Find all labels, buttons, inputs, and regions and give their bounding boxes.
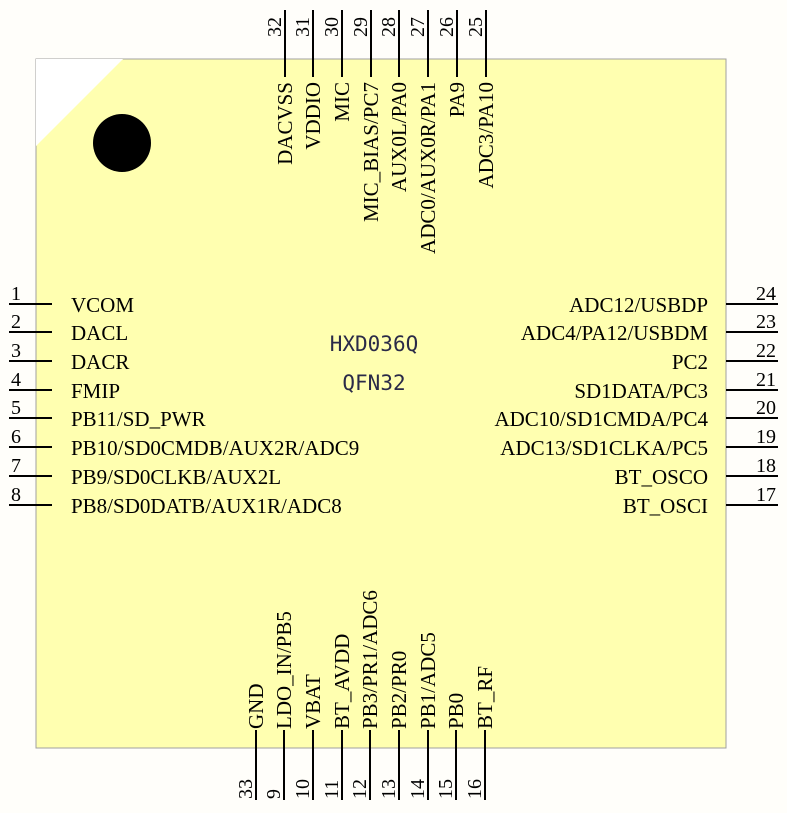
pin-3-number: 3 <box>11 340 21 362</box>
pin-label-pb3-pr1-adc6: PB3/PR1/ADC6 <box>358 590 382 729</box>
pin-label-ldo-in-pb5: LDO_IN/PB5 <box>272 611 296 729</box>
pin-24-number: 24 <box>756 283 776 305</box>
orientation-dot <box>93 114 151 172</box>
pin-label-adc12-usbdp: ADC12/USBDP <box>569 293 708 317</box>
pin-14-number: 14 <box>407 779 429 799</box>
pin-19-number: 19 <box>756 426 776 448</box>
pin-label-pb0: PB0 <box>444 693 468 729</box>
pin-label-bt-osci: BT_OSCI <box>623 494 708 518</box>
pin-label-aux0l-pa0: AUX0L/PA0 <box>387 82 411 192</box>
pin-label-mic-bias-pc7: MIC_BIAS/PC7 <box>359 82 383 222</box>
pin-label-adc13-sd1clka-pc5: ADC13/SD1CLKA/PC5 <box>500 436 708 460</box>
pin-label-pb8-sd0datb-aux1r-adc8: PB8/SD0DATB/AUX1R/ADC8 <box>71 494 342 518</box>
pin-4-number: 4 <box>11 369 21 391</box>
pin-label-pb2-pr0: PB2/PR0 <box>387 651 411 729</box>
pin-18-number: 18 <box>756 455 776 477</box>
pin-20-number: 20 <box>756 397 776 419</box>
pin-16-number: 16 <box>464 779 486 799</box>
pin-1-number: 1 <box>11 283 21 305</box>
pin-label-dacvss: DACVSS <box>273 82 297 165</box>
pin-10-number: 10 <box>292 779 314 799</box>
pin-25-number: 25 <box>465 17 487 37</box>
pin-label-bt-osco: BT_OSCO <box>615 465 708 489</box>
pin-label-dacl: DACL <box>71 321 128 345</box>
pin-31-number: 31 <box>292 17 314 37</box>
pin-label-adc0-aux0r-pa1: ADC0/AUX0R/PA1 <box>416 82 440 254</box>
pin-8-number: 8 <box>11 484 21 506</box>
pin-label-vcom: VCOM <box>71 293 134 317</box>
pin-27-number: 27 <box>407 17 429 37</box>
pin-29-number: 29 <box>350 17 372 37</box>
pin-12-number: 12 <box>349 779 371 799</box>
pin-label-pb10-sd0cmdb-aux2r-adc9: PB10/SD0CMDB/AUX2R/ADC9 <box>71 436 359 460</box>
chip-name: HXD036Q <box>330 332 419 356</box>
pins: 1 VCOM 2 DACL 3 DACR 4 FMIP 5 PB11/SD_PWR 6 PB10/SD… <box>9 10 778 800</box>
pin-label-pa9: PA9 <box>445 82 469 117</box>
pin-label-bt-rf: BT_RF <box>473 666 497 729</box>
pin-9-number: 9 <box>263 789 285 799</box>
pin-26-number: 26 <box>436 17 458 37</box>
chip-body <box>35 58 727 749</box>
pin-32-number: 32 <box>264 17 286 37</box>
pin-label-gnd: GND <box>244 684 268 730</box>
pin-label-pb11-sd-pwr: PB11/SD_PWR <box>71 407 206 431</box>
pin-label-mic: MIC <box>330 82 354 122</box>
pin1-corner-marker <box>36 59 123 146</box>
pin-17-number: 17 <box>756 484 776 506</box>
pin-label-pb1-adc5: PB1/ADC5 <box>416 632 440 729</box>
pin-label-pb9-sd0clkb-aux2l: PB9/SD0CLKB/AUX2L <box>71 465 281 489</box>
pin-label-pc2: PC2 <box>672 350 708 374</box>
pin-22-number: 22 <box>756 340 776 362</box>
pin-7-number: 7 <box>11 455 21 477</box>
pin-21-number: 21 <box>756 369 776 391</box>
pin-label-dacr: DACR <box>71 350 129 374</box>
pin-23-number: 23 <box>756 311 776 333</box>
pin-6-number: 6 <box>11 426 21 448</box>
pin-label-adc10-sd1cmda-pc4: ADC10/SD1CMDA/PC4 <box>494 407 708 431</box>
pin-label-vddio: VDDIO <box>301 82 325 150</box>
pin-label-fmip: FMIP <box>71 379 120 403</box>
pin-11-number: 11 <box>321 780 343 799</box>
pin-15-number: 15 <box>435 779 457 799</box>
pin-33-number: 33 <box>235 779 257 799</box>
pin-5-number: 5 <box>11 397 21 419</box>
chip-package: QFN32 <box>342 371 405 395</box>
pin-2-number: 2 <box>11 311 21 333</box>
pin-label-adc3-pa10: ADC3/PA10 <box>474 82 498 189</box>
pin-label-adc4-pa12-usbdm: ADC4/PA12/USBDM <box>521 321 708 345</box>
pin-28-number: 28 <box>378 17 400 37</box>
pin-13-number: 13 <box>378 779 400 799</box>
pin-label-bt-avdd: BT_AVDD <box>330 634 354 729</box>
pin-30-number: 30 <box>321 17 343 37</box>
pin-label-sd1data-pc3: SD1DATA/PC3 <box>574 379 708 403</box>
pin-label-vbat: VBAT <box>301 674 325 729</box>
